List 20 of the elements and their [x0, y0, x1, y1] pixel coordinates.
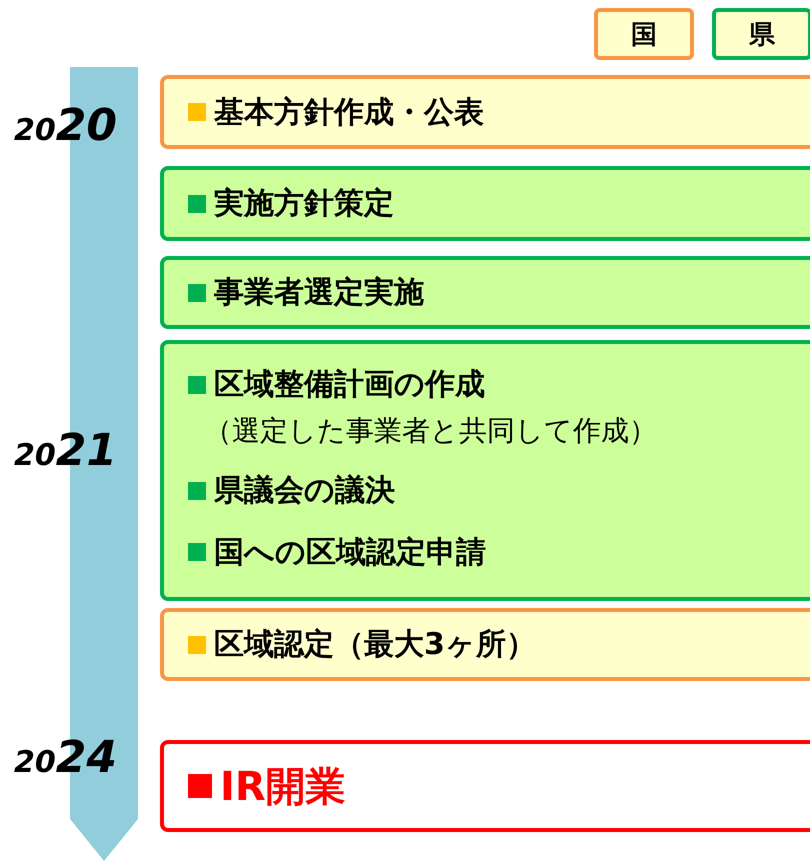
year-label: 2024 — [14, 732, 118, 783]
step-text: 事業者選定実施 — [214, 274, 424, 312]
step-text: 基本方針作成・公表 — [214, 94, 484, 132]
step-text: IR開業 — [220, 762, 346, 812]
step-box — [160, 740, 810, 832]
step-box — [160, 166, 810, 241]
legend-text: 県 — [749, 18, 775, 52]
step-text: 実施方針策定 — [214, 185, 394, 223]
step-box — [160, 608, 810, 681]
legend-text: 国 — [631, 18, 657, 52]
step-box — [160, 340, 810, 601]
step-box — [160, 256, 810, 329]
step-note: （選定した事業者と共同して作成） — [204, 412, 658, 449]
step-text: 区域整備計画の作成 — [214, 366, 485, 404]
step-text: 県議会の議決 — [214, 472, 395, 510]
step-text: 国への区域認定申請 — [214, 534, 486, 572]
year-label: 2020 — [14, 100, 118, 151]
year-label: 2021 — [14, 425, 118, 476]
step-box — [160, 75, 810, 149]
step-text: 区域認定（最大3ヶ所） — [214, 626, 536, 664]
